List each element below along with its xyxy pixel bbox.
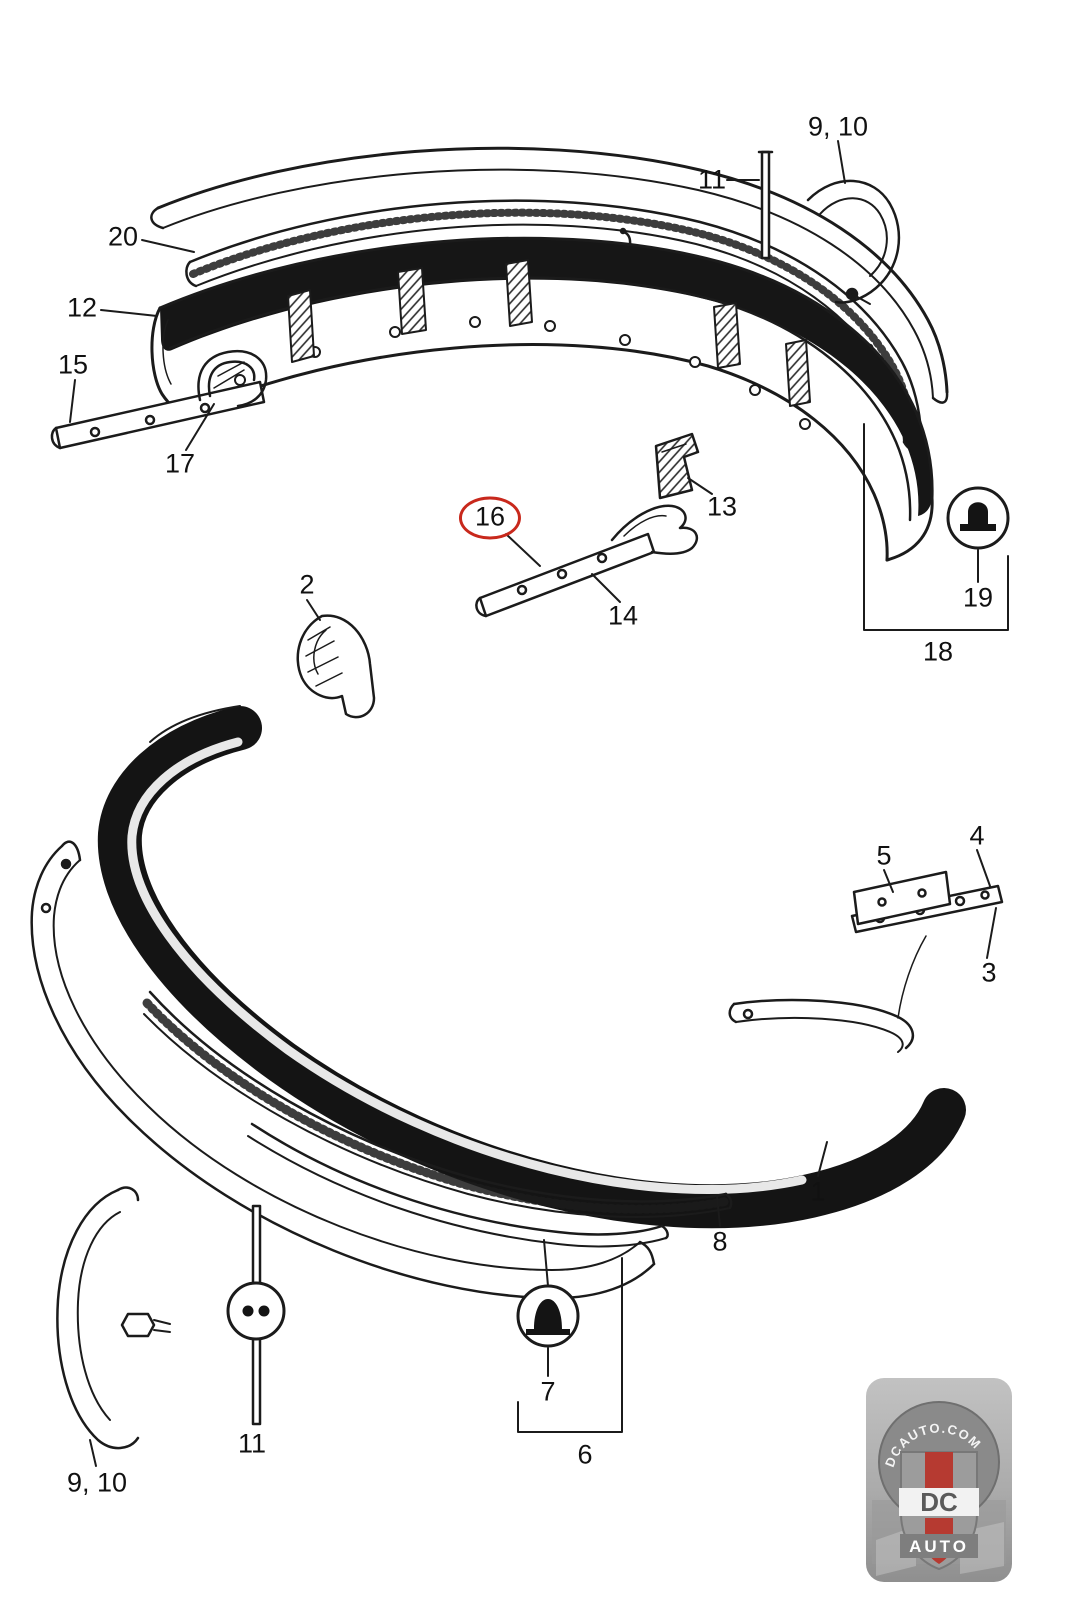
callout-16-highlighted[interactable]: 16 (458, 496, 522, 540)
callout-20[interactable]: 20 (107, 221, 139, 252)
callout-8[interactable]: 8 (712, 1226, 728, 1257)
rod-11-bottom (226, 1204, 286, 1426)
leader-lines (69, 140, 997, 1467)
bracket-line-18 (863, 423, 1009, 631)
callout-5[interactable]: 5 (876, 840, 892, 871)
bracket-bar-15 (50, 380, 266, 450)
callout-15[interactable]: 15 (57, 349, 89, 380)
dcauto-logo: DCAUTO.COM DC AUTO (866, 1378, 1012, 1582)
callout-6[interactable]: 6 (577, 1439, 593, 1470)
callout-17[interactable]: 17 (164, 448, 196, 479)
clamp-17 (197, 349, 268, 408)
bracket-set-right (728, 870, 1004, 1053)
front-lower-strip (247, 1122, 669, 1248)
rear-bumper-assembly (50, 146, 1010, 719)
callout-7[interactable]: 7 (540, 1376, 556, 1407)
callout-14[interactable]: 14 (607, 600, 639, 631)
rear-bumper-body (150, 236, 934, 562)
bracket-bar-14-16 (475, 504, 699, 618)
callout-2[interactable]: 2 (299, 569, 315, 600)
callout-3[interactable]: 3 (981, 957, 997, 988)
callout-9-10-top[interactable]: 9, 10 (807, 111, 869, 142)
logo-sub-text: AUTO (909, 1537, 969, 1556)
grommet-19 (946, 486, 1010, 550)
guard-9-10-top (806, 179, 901, 305)
callout-4[interactable]: 4 (969, 820, 985, 851)
guard-9-10-bottom (56, 1186, 171, 1450)
bracket-line-6 (517, 1257, 623, 1433)
callout-18[interactable]: 18 (922, 636, 954, 667)
front-deco-strip (142, 990, 733, 1218)
callout-9-10-bottom[interactable]: 9, 10 (66, 1467, 128, 1498)
callout-1[interactable]: 1 (810, 1176, 826, 1207)
logo-brand-text: DC (920, 1487, 958, 1517)
rod-11-top (757, 150, 774, 260)
grommet-7 (516, 1239, 580, 1348)
callout-11-bottom[interactable]: 11 (237, 1428, 267, 1459)
rear-bumper-tabs (287, 259, 811, 407)
callout-19[interactable]: 19 (962, 582, 994, 613)
callout-13[interactable]: 13 (706, 491, 738, 522)
callout-12[interactable]: 12 (66, 292, 98, 323)
rear-bumper-holes (234, 316, 811, 430)
callout-11-top[interactable]: 11 (697, 164, 727, 195)
clamp-2 (296, 614, 376, 719)
front-main-blade (97, 705, 966, 1229)
front-bumper-assembly (30, 705, 1004, 1450)
clip-13 (654, 432, 700, 500)
rear-top-molding (150, 146, 949, 404)
